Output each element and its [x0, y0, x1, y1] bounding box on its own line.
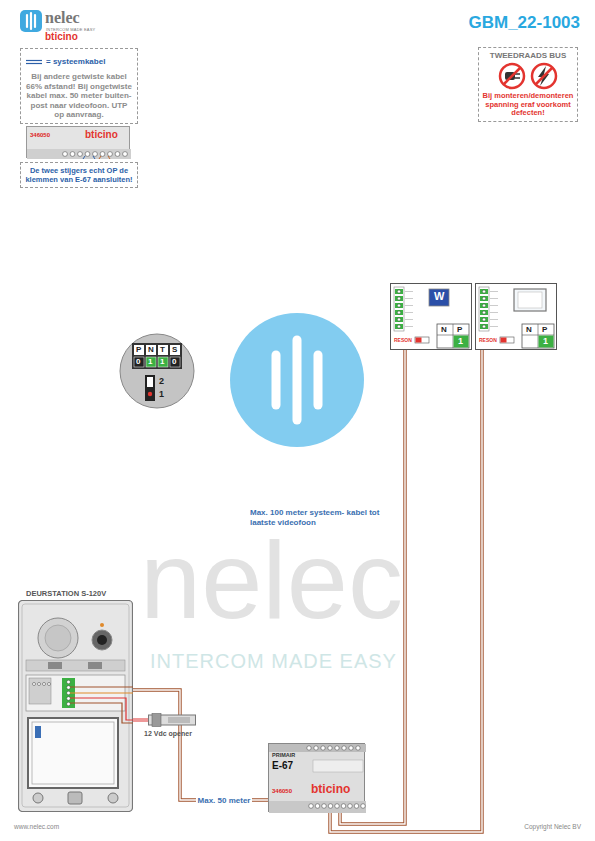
note-text: De twee stijgers echt OP de klemmen van … — [25, 166, 133, 184]
warning-title: TWEEDRAADS BUS — [482, 51, 574, 60]
cable-core — [133, 720, 148, 721]
switch-value: 1 — [160, 357, 164, 366]
node-box: DEURSTATION S-120V — [18, 600, 133, 812]
logo-icon — [20, 10, 42, 32]
screen-logo: W — [434, 290, 444, 302]
watermark-bars — [276, 340, 318, 420]
footer-text: Copyright Nelec BV — [524, 823, 581, 830]
brand-logo: bticino — [45, 31, 78, 42]
switch-label: RESON — [394, 337, 412, 343]
node-box: W RESON N P 1 — [390, 283, 472, 350]
logo-text: nelec — [45, 9, 80, 27]
switch-value: 0 — [136, 357, 140, 366]
node-box: PRIMAIR E-67 346050 bticino — [268, 743, 365, 812]
switch-value: 0 — [172, 357, 176, 366]
switch-header: P — [136, 345, 141, 354]
logo-tagline: INTERCOM MADE EASY — [46, 27, 95, 32]
switch-value: 1 — [148, 357, 152, 366]
setting-value: 1 — [543, 336, 548, 346]
watermark-circle — [230, 313, 364, 447]
device-title: 12 Vdc opener — [144, 730, 192, 737]
door-station-drawing — [18, 600, 133, 812]
switch-position: 2 — [159, 376, 164, 386]
footer-text: www.nelec.com — [14, 823, 59, 830]
setting-header: N — [441, 325, 447, 334]
setting-header: N — [526, 325, 532, 334]
cable-core — [133, 690, 268, 800]
dip-switch-zoom — [119, 333, 195, 409]
setting-header: P — [542, 325, 547, 334]
node-box: De twee stijgers echt OP de klemmen van … — [20, 162, 138, 188]
cable-connector — [133, 690, 268, 800]
cable-connector — [133, 719, 148, 722]
part-number: 346050 — [30, 132, 50, 138]
device-title: DEURSTATION S-120V — [26, 589, 106, 598]
setting-value: 1 — [458, 336, 463, 346]
switch-header: S — [172, 345, 177, 354]
logo-bars — [27, 13, 35, 29]
door-opener-drawing — [148, 713, 196, 727]
brand-logo: bticino — [311, 782, 350, 796]
watermark: INTERCOM MADE EASY — [150, 650, 397, 673]
warning-text: Bij monteren/demonteren spanning eraf vo… — [482, 92, 574, 118]
node-box: RESON N P 1 — [475, 283, 557, 350]
legend-text: = systeemkabel — [46, 57, 105, 66]
watermark: nelec — [140, 515, 403, 645]
cable-note: Max. 100 meter systeem- kabel tot laatst… — [250, 508, 390, 527]
switch-position: 1 — [159, 389, 164, 399]
terminal-group-label: PRIMAIR — [272, 752, 295, 758]
cable-symbol — [25, 58, 43, 66]
page-title: GBM_22-1003 — [468, 13, 580, 33]
node-box: TWEEDRAADS BUS Bij monteren/demonteren sp… — [478, 47, 578, 122]
node-box: 12 Vdc opener — [148, 713, 196, 727]
switch-header: N — [148, 345, 154, 354]
part-number: 346050 — [272, 788, 292, 794]
edge-label: Max. 50 meter — [196, 796, 253, 805]
note-text: Bij andere getwiste kabel 66% afstand! B… — [25, 72, 133, 120]
node-box: = systeemkabelBij andere getwiste kabel … — [20, 48, 138, 124]
brand-logo: bticino — [85, 129, 118, 140]
setting-header: P — [457, 325, 462, 334]
node-box: 346050 bticino — [26, 126, 130, 158]
legend-row: = systeemkabel — [25, 52, 133, 70]
model-name: E-67 — [272, 760, 293, 771]
switch-header: T — [160, 345, 165, 354]
warning-icons — [496, 62, 560, 90]
node-box: PNTS011021 — [119, 333, 195, 409]
switch-label: RESON — [479, 337, 497, 343]
